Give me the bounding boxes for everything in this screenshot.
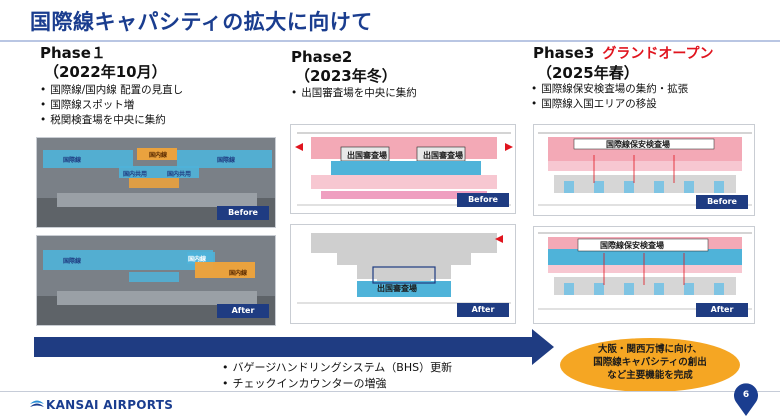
phase3-grand-open: グランドオープン [602,46,714,62]
bottom-bullet: チェックインカウンターの増強 [222,376,452,392]
callout-text: 大阪・関西万博に向け、 国際線キャパシティの創出 など主要機能を完成 [560,343,740,382]
title-divider [0,40,780,42]
phase1-bullet: 税関検査場を中央に集約 [40,113,183,128]
label-intl-right: 国際線 [217,157,236,164]
phase3-bullets: 国際線保安検査場の集約・拡張 国際線入国エリアの移設 [531,82,688,112]
phase2-name: Phase2 [291,48,353,66]
label-intl-left: 国際線 [63,157,82,164]
label-emigration-b: 出国審査場 [423,151,463,160]
phase3-bullet: 国際線保安検査場の集約・拡張 [531,82,688,97]
phase1-before-photo: 国際線 国際線 国内線 国内共用 国内共用 Before [36,137,276,228]
label-shared-a: 国内共用 [123,171,148,178]
phase3-after-floorplan [538,232,752,310]
label-intl-after: 国際線 [63,258,82,265]
logo-mark-icon [30,400,44,407]
label-emigration-after: 出国審査場 [377,284,417,293]
footer-divider [0,391,780,392]
bottom-bullet: バゲージハンドリングシステム（BHS）更新 [222,360,453,376]
logo-text: KANSAI AIRPORTS [46,398,174,412]
company-logo: KANSAI AIRPORTS [30,398,173,412]
timeline-arrow-head [532,329,554,365]
phase2-after-floorplan [297,233,511,304]
phase2-after-plan: 出国審査場 After [290,224,516,324]
callout-oval [560,338,740,392]
callout-line: など主要機能を完成 [607,370,693,381]
label-emigration-a: 出国審査場 [347,151,387,160]
label-domestic-after-b: 国内線 [229,270,248,277]
phase3-after-plan: 国際線保安検査場 After [533,226,755,324]
page-badge-icon [734,383,758,416]
page-number: 6 [742,390,750,400]
label-security-after: 国際線保安検査場 [600,241,664,250]
phase2-before-floorplan [295,132,513,206]
phase3-after-tag: After [696,303,748,317]
phase3-period: （2025年春） [537,64,639,82]
phase1-after-tag: After [217,304,269,318]
phase1-before-tag: Before [217,206,269,220]
phase1-bullet: 国際線スポット増 [40,98,183,113]
phase1-heading: Phase１ （2022年10月） [40,44,167,82]
label-shared-b: 国内共用 [167,171,192,178]
phase3-before-plan: 国際線保安検査場 Before [533,124,755,216]
label-domestic-after-a: 国内線 [188,256,207,263]
label-domestic: 国内線 [149,152,168,159]
phase2-after-tag: After [457,303,509,317]
phase1-period: （2022年10月） [44,63,167,81]
phase1-after-photo: 国際線 国内線 国内線 After [36,235,276,326]
phase1-bullets: 国際線/国内線 配置の見直し 国際線スポット増 税関検査場を中央に集約 [40,83,183,128]
phase3-bullet: 国際線入国エリアの移設 [531,97,688,112]
phase1-name: Phase１ [40,44,106,62]
phase2-heading: Phase2 （2023年冬） [291,48,397,86]
phase3-before-tag: Before [696,195,748,209]
callout-line: 大阪・関西万博に向け、 [597,344,703,355]
phase2-period: （2023年冬） [295,67,397,85]
phase3-name: Phase3 [533,44,595,62]
callout-line: 国際線キャパシティの創出 [593,357,707,368]
phase2-before-plan: 出国審査場 出国審査場 Before [290,124,516,214]
page-title: 国際線キャパシティの拡大に向けて [30,10,373,34]
phase3-before-floorplan [538,132,752,206]
timeline-arrow-bar [34,337,534,357]
phase2-bullet: 出国審査場を中央に集約 [291,86,417,101]
phase2-bullets: 出国審査場を中央に集約 [291,86,417,101]
bottom-bullets: バゲージハンドリングシステム（BHS）更新 チェックインカウンターの増強 [222,360,453,392]
phase2-before-tag: Before [457,193,509,207]
phase1-bullet: 国際線/国内線 配置の見直し [40,83,183,98]
phase3-heading: Phase3 グランドオープン （2025年春） [533,44,714,83]
label-security-before: 国際線保安検査場 [606,140,670,149]
